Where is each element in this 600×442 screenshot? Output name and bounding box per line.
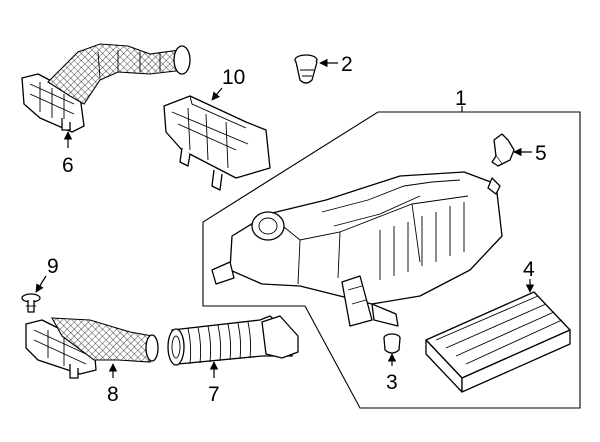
part-7-corrugated-hose	[167, 315, 299, 366]
callout-8: 8	[107, 383, 119, 406]
callout-1: 1	[455, 87, 467, 110]
part-8-lower-duct	[25, 317, 159, 379]
part-5-sensor	[491, 133, 515, 167]
leader-10	[211, 87, 223, 101]
callout-5: 5	[535, 142, 547, 165]
callout-9: 9	[47, 255, 59, 278]
part-6-intake-duct	[21, 43, 191, 133]
part-3-clip	[383, 333, 401, 354]
callout-10: 10	[222, 66, 245, 89]
part-10-inlet-snorkel	[163, 95, 271, 191]
callout-leaders	[35, 58, 535, 378]
assembly-outline	[202, 111, 581, 409]
callout-2: 2	[341, 53, 353, 76]
callout-4: 4	[523, 258, 535, 281]
part-1-air-cleaner-housing	[211, 171, 503, 327]
leader-9	[35, 275, 47, 293]
part-2-grommet	[294, 54, 318, 84]
callout-6: 6	[62, 154, 74, 177]
part-9-push-pin	[21, 293, 41, 313]
part-4-filter-element	[425, 291, 571, 393]
callout-7: 7	[208, 383, 220, 406]
callout-3: 3	[386, 371, 398, 394]
callout-numbers: 1 2 3 4 5 6 7 8 9 10	[47, 53, 547, 406]
